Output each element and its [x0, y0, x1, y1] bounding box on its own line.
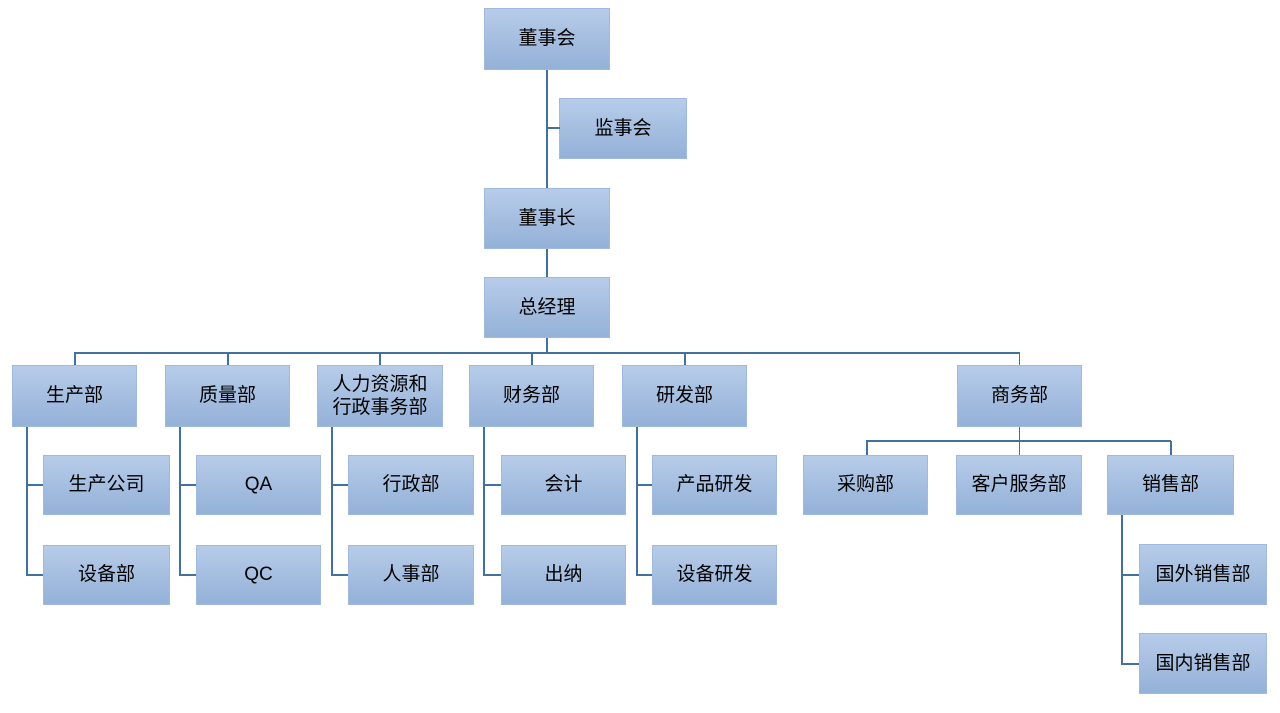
connector-line: [1018, 427, 1020, 441]
connector-line: [26, 427, 28, 576]
connector-line: [331, 574, 348, 576]
org-node-gm[interactable]: 总经理: [484, 277, 610, 338]
org-node-cashier[interactable]: 出纳: [501, 545, 626, 605]
connector-line: [531, 353, 533, 365]
org-node-sales[interactable]: 销售部: [1107, 455, 1234, 515]
org-node-production-company[interactable]: 生产公司: [43, 455, 170, 515]
org-node-supervisory[interactable]: 监事会: [559, 98, 687, 159]
org-node-accounting[interactable]: 会计: [501, 455, 626, 515]
connector-line: [546, 70, 548, 188]
connector-line: [546, 338, 548, 353]
org-node-chairman[interactable]: 董事长: [484, 188, 610, 249]
connector-line: [636, 484, 652, 486]
connector-line: [546, 249, 548, 277]
connector-line: [379, 353, 381, 365]
connector-line: [1170, 441, 1172, 455]
connector-line: [1121, 663, 1139, 665]
connector-line: [866, 441, 868, 455]
connector-line: [1018, 441, 1020, 455]
org-node-equipment[interactable]: 设备部: [43, 545, 170, 605]
connector-line: [546, 127, 560, 129]
org-node-qa[interactable]: QA: [196, 455, 321, 515]
org-node-quality[interactable]: 质量部: [165, 365, 290, 427]
org-node-overseas-sales[interactable]: 国外销售部: [1139, 544, 1267, 605]
org-node-qc[interactable]: QC: [196, 545, 321, 605]
org-node-personnel[interactable]: 人事部: [348, 545, 474, 605]
connector-line: [1018, 353, 1020, 365]
org-node-finance[interactable]: 财务部: [469, 365, 594, 427]
connector-line: [179, 484, 196, 486]
org-node-product-rnd[interactable]: 产品研发: [652, 455, 777, 515]
org-node-domestic-sales[interactable]: 国内销售部: [1139, 633, 1267, 694]
connector-line: [179, 574, 196, 576]
connector-line: [483, 427, 485, 576]
connector-line: [179, 427, 181, 576]
org-node-business[interactable]: 商务部: [957, 365, 1082, 427]
org-node-admin[interactable]: 行政部: [348, 455, 474, 515]
org-node-hr-admin[interactable]: 人力资源和 行政事务部: [317, 365, 443, 427]
org-node-customer-service[interactable]: 客户服务部: [956, 455, 1082, 515]
org-node-board[interactable]: 董事会: [484, 8, 610, 70]
connector-line: [1121, 515, 1123, 664]
connector-line: [26, 574, 43, 576]
connector-line: [866, 440, 1171, 442]
connector-line: [684, 353, 686, 365]
connector-line: [636, 427, 638, 576]
connector-line: [1121, 574, 1139, 576]
org-node-production[interactable]: 生产部: [12, 365, 137, 427]
connector-line: [74, 352, 1020, 354]
connector-line: [331, 484, 348, 486]
connector-line: [331, 427, 333, 576]
connector-line: [636, 574, 652, 576]
org-node-equipment-rnd[interactable]: 设备研发: [652, 545, 777, 605]
connector-line: [483, 574, 501, 576]
connector-line: [483, 484, 501, 486]
org-node-rnd[interactable]: 研发部: [622, 365, 747, 427]
org-node-purchasing[interactable]: 采购部: [803, 455, 928, 515]
connector-line: [227, 353, 229, 365]
connector-line: [74, 353, 76, 365]
connector-line: [26, 484, 43, 486]
